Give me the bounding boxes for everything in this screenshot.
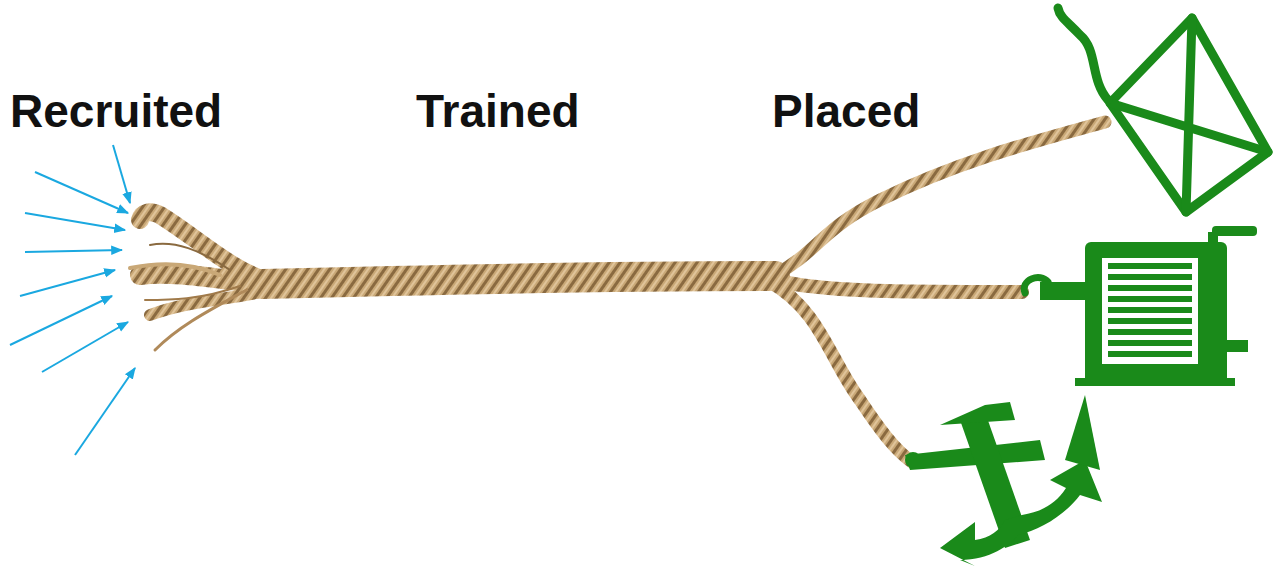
stage-label: Trained bbox=[416, 88, 580, 134]
rope-strands bbox=[770, 122, 1105, 462]
kite-icon bbox=[1058, 8, 1268, 212]
anchor-icon bbox=[905, 395, 1102, 566]
stage-label: Recruited bbox=[10, 88, 222, 134]
stage-label: Placed bbox=[772, 88, 920, 134]
rope-main bbox=[262, 276, 775, 284]
winch-icon bbox=[1024, 226, 1257, 386]
inflow-arrows bbox=[10, 145, 135, 455]
